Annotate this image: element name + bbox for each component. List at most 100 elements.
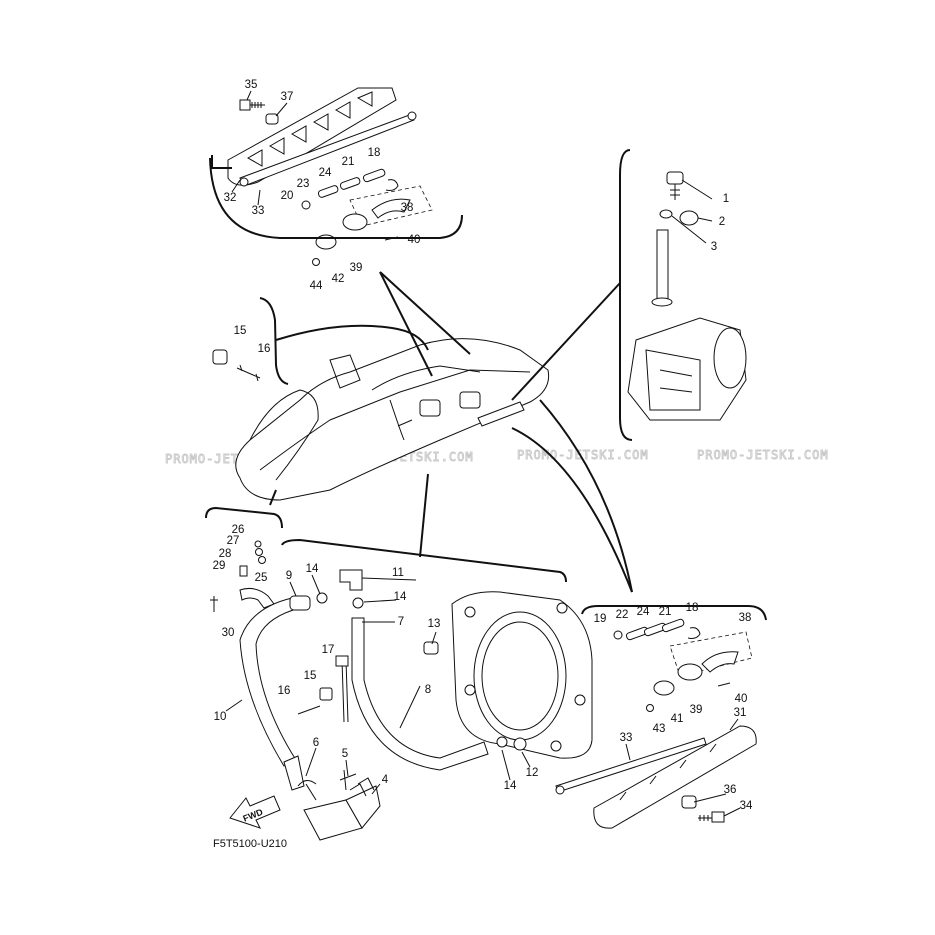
hose-10 xyxy=(239,597,301,767)
clip-group-top xyxy=(212,297,289,385)
leader-clip xyxy=(275,324,429,351)
bolt-thread xyxy=(250,102,265,108)
pump-vanes xyxy=(645,349,701,411)
hose-group xyxy=(239,538,567,841)
connector-9 xyxy=(289,595,311,611)
callout-41: 41 xyxy=(671,713,684,725)
pump-bolt-3 xyxy=(574,694,586,706)
cap-1 xyxy=(666,171,684,185)
bolt-34-thread xyxy=(698,815,712,821)
callout-19: 19 xyxy=(594,613,607,625)
callout-tick-lines-4 xyxy=(625,718,741,817)
callout-tick-lines-3 xyxy=(225,685,531,795)
hull-line xyxy=(259,369,531,471)
handlebar xyxy=(329,354,361,389)
tie-5 xyxy=(339,769,357,791)
bracket-26-30 xyxy=(205,506,283,529)
pump-bolt-5 xyxy=(550,740,562,752)
callout-16b: 16 xyxy=(278,685,291,697)
gasket-39-lower xyxy=(677,663,703,681)
callout-22: 22 xyxy=(616,609,629,621)
callout-40b: 40 xyxy=(735,693,748,705)
callout-25: 25 xyxy=(255,572,268,584)
callout-4: 4 xyxy=(382,774,389,786)
callout-8: 8 xyxy=(425,684,431,696)
fitting-13 xyxy=(423,641,439,655)
callout-24a: 24 xyxy=(319,167,332,179)
leader-lines xyxy=(269,271,633,593)
cap-26 xyxy=(254,540,262,548)
spacer-36 xyxy=(681,795,697,809)
group-bracket-left xyxy=(211,155,232,169)
callout-31: 31 xyxy=(734,707,747,719)
callout-7: 7 xyxy=(398,616,404,628)
callout-11: 11 xyxy=(392,567,404,579)
hull-fitting-b xyxy=(459,391,481,409)
pump-opening-inner xyxy=(481,621,559,731)
plate-24 xyxy=(339,177,361,190)
leader-pump xyxy=(511,282,621,401)
nut-19 xyxy=(613,630,623,640)
callout-15a: 15 xyxy=(234,325,247,337)
hull-outline xyxy=(235,338,550,501)
callout-35: 35 xyxy=(245,79,258,91)
pump-bolt-1 xyxy=(464,606,476,618)
callout-34: 34 xyxy=(740,800,753,812)
pump-bolt-4 xyxy=(464,684,476,696)
pump-bolt-2 xyxy=(556,602,568,614)
nut-12 xyxy=(513,737,527,751)
diagram-code: F5T5100-U210 xyxy=(213,838,287,850)
top-rail-group xyxy=(209,87,463,266)
spacer xyxy=(265,113,279,125)
callout-12: 12 xyxy=(526,767,539,779)
clamp-14a xyxy=(316,592,328,604)
rivet-16-lower xyxy=(297,705,321,715)
callout-6: 6 xyxy=(313,737,319,749)
ring-3 xyxy=(659,209,673,219)
assembly-box-38-lower xyxy=(669,631,753,677)
clamp-14c xyxy=(496,736,508,748)
callout-3: 3 xyxy=(711,241,717,253)
assembly-box-38 xyxy=(349,185,433,227)
bilge-hose xyxy=(656,229,669,301)
watermark-3: PROMO-JETSKI.COM xyxy=(517,448,649,462)
pump-nozzle-ring xyxy=(713,327,747,389)
bracket-25 xyxy=(239,588,275,609)
latch-38 xyxy=(371,198,411,219)
cap-thread xyxy=(670,184,680,200)
rod-end-cap-2 xyxy=(239,177,249,187)
plate-23 xyxy=(317,185,339,198)
strap-head-17 xyxy=(335,655,349,667)
leader-bolt xyxy=(269,489,277,506)
callout-10: 10 xyxy=(214,711,227,723)
latch-38-lower xyxy=(701,651,739,673)
callout-13: 13 xyxy=(428,618,441,630)
callout-24b: 24 xyxy=(637,606,650,618)
bracket-hoses xyxy=(281,538,567,583)
clip-18-lower xyxy=(687,627,701,639)
callout-43: 43 xyxy=(653,723,666,735)
hull-rail xyxy=(477,401,525,427)
callout-26: 26 xyxy=(232,524,245,536)
callout-tick-lines-2 xyxy=(289,574,437,645)
bracket-group-lower-left xyxy=(205,506,283,612)
callout-36: 36 xyxy=(724,784,737,796)
callout-21a: 21 xyxy=(342,156,355,168)
filter-box-side xyxy=(345,785,381,829)
callout-42: 42 xyxy=(332,273,345,285)
callout-5: 5 xyxy=(342,748,348,760)
pump-opening xyxy=(473,611,567,741)
hood xyxy=(249,389,319,481)
bracket-4 xyxy=(349,777,375,797)
washer-27 xyxy=(255,548,263,556)
plate-21-lower xyxy=(661,618,685,633)
callout-44: 44 xyxy=(310,280,323,292)
rod-33-end xyxy=(555,785,565,795)
gasket-39 xyxy=(342,213,368,231)
hull-hose xyxy=(389,399,413,441)
callout-16a: 16 xyxy=(258,343,271,355)
rod-end-cap xyxy=(407,111,417,121)
leader-top-1 xyxy=(379,271,433,377)
forward-arrow: FWD xyxy=(229,795,281,829)
callout-2: 2 xyxy=(719,216,725,228)
